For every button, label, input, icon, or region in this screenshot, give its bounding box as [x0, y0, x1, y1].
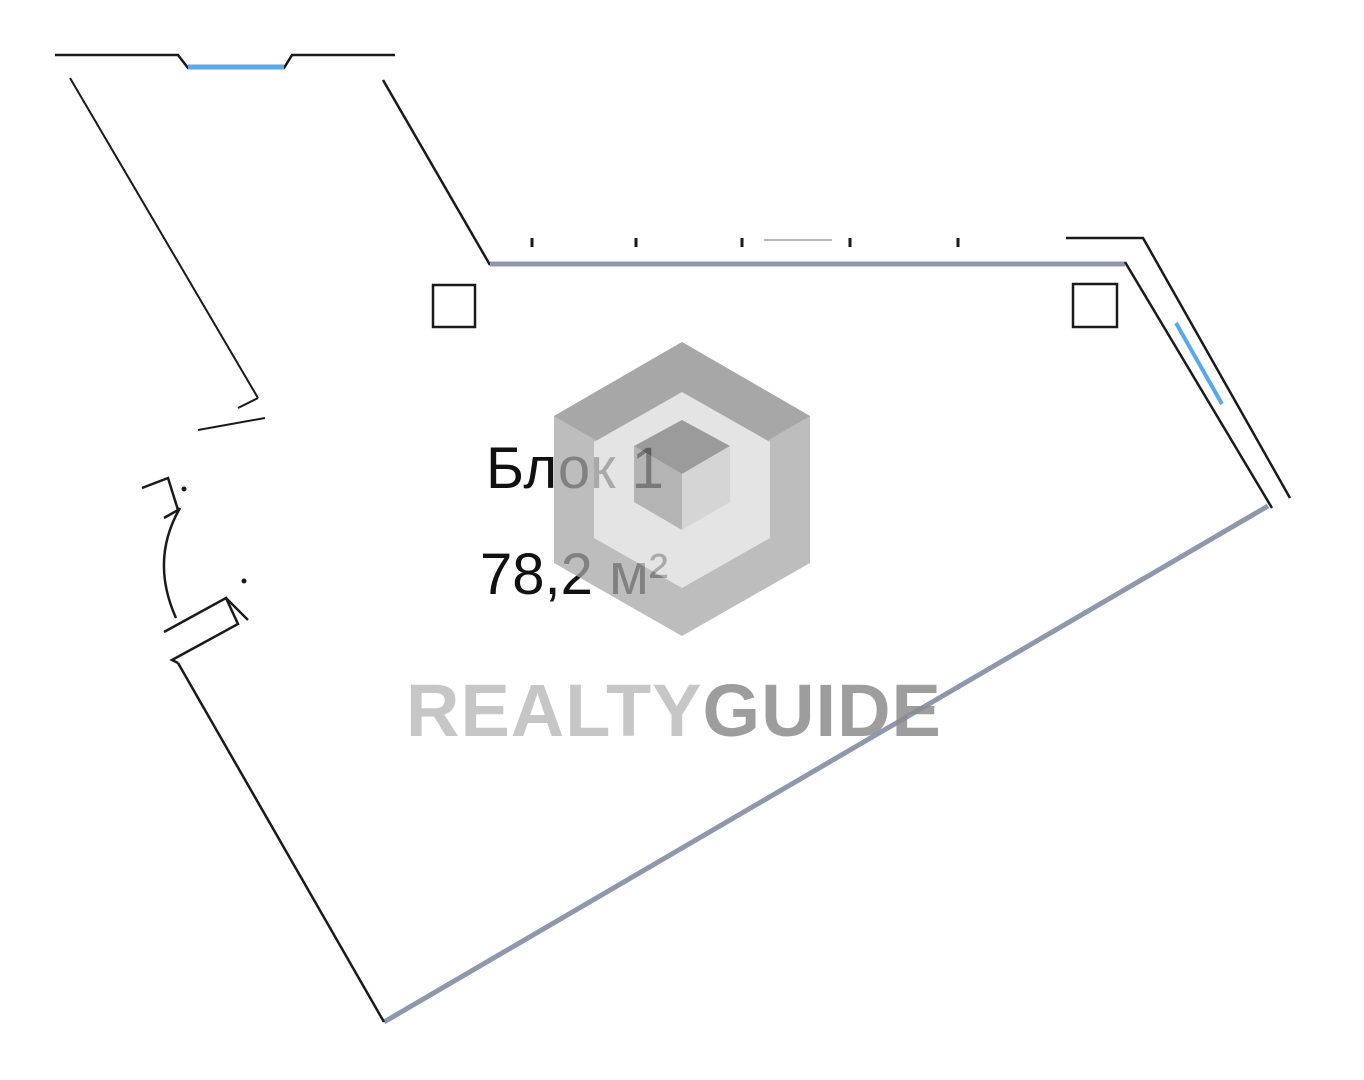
bottom-glazing-wall: [382, 503, 1270, 1025]
door-mark-1: [181, 486, 187, 492]
entrance-door: [141, 476, 249, 665]
left-lower-wall: [176, 662, 386, 1023]
watermark-guide: GUIDE: [702, 669, 942, 752]
door-mark-2: [241, 578, 247, 584]
left-upper-wall-end: [237, 397, 259, 409]
glazing-ticks: [530, 238, 960, 247]
wall-stub: [197, 417, 266, 431]
right-inner-wall: [1123, 261, 1274, 509]
watermark-text: REALTYGUIDE: [406, 674, 942, 748]
right-top-wall: [1066, 236, 1292, 499]
room-area: 78,2 м²: [480, 542, 669, 607]
column-left: [431, 283, 477, 329]
watermark-realty: REALTY: [406, 669, 703, 752]
inner-diagonal-wall: [381, 79, 492, 266]
right-window: [1174, 322, 1224, 405]
room-name: Блок 1: [486, 436, 664, 501]
left-upper-wall: [69, 77, 259, 399]
column-right: [1071, 282, 1119, 329]
